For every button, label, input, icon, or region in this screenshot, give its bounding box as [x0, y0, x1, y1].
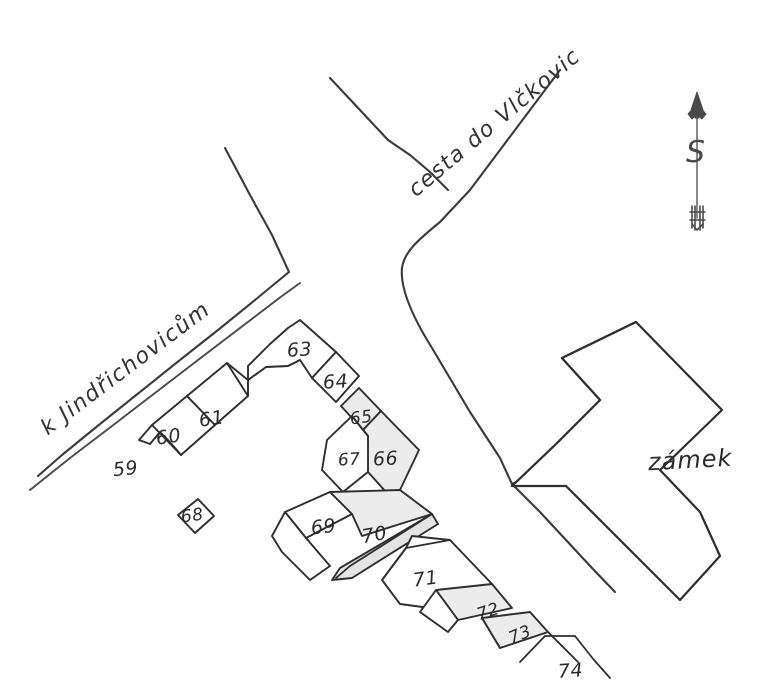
place-label-zamek: zámek: [647, 443, 734, 477]
parcel-group-70: [329, 489, 439, 581]
parcel-group-74: [519, 631, 611, 679]
parcel-72-lower[interactable]: [419, 589, 459, 633]
parcel-group-67: [321, 415, 369, 493]
parcel-label-60: 60: [154, 424, 183, 450]
parcel-64[interactable]: [311, 351, 360, 403]
parcel-row-upper-left: [138, 362, 249, 456]
compass-fletching-icon: [689, 205, 706, 231]
parcel-71-upper-edge: [381, 535, 413, 581]
parcel-73-left-edge: [481, 617, 501, 649]
parcel-label-74: 74: [557, 659, 584, 683]
parcel-group-64: [311, 351, 360, 403]
parcel-label-68: 68: [179, 504, 205, 528]
parcel-69-lower[interactable]: [271, 511, 331, 581]
parcel-67-inner-edge: [351, 415, 369, 437]
road-edge-upper-left: [223, 146, 291, 274]
road-edge-upper-middle-right: [408, 153, 450, 192]
parcel-label-65: 65: [348, 406, 374, 430]
parcel-label-67: 67: [337, 449, 362, 471]
parcel-group-68: [177, 498, 215, 534]
parcel-68[interactable]: [177, 498, 215, 534]
parcel-label-61: 61: [197, 406, 226, 432]
parcel-74-left-edge: [547, 631, 579, 663]
road-edge-upper-left-lower: [36, 270, 291, 478]
parcel-70[interactable]: [329, 489, 433, 537]
compass-group: [687, 91, 707, 231]
building-group-zamek: [510, 320, 724, 602]
parcel-label-59: 59: [111, 456, 140, 482]
road-junction-southeast: [510, 482, 617, 594]
compass-label-north: S: [686, 135, 706, 170]
building-zamek-courtyard: [510, 320, 638, 488]
parcel-label-64: 64: [322, 370, 349, 394]
parcel-group-72: [419, 583, 513, 633]
parcel-74-outline: [519, 635, 576, 663]
parcel-60-notch: [159, 431, 182, 456]
road-edge-upper-middle: [328, 76, 412, 157]
parcel-label-70: 70: [360, 521, 389, 549]
road-edge-jindrichovicum-south: [29, 282, 301, 491]
parcel-74-right-edge: [574, 635, 611, 679]
parcel-70-strip-edge: [335, 513, 433, 579]
parcel-label-71: 71: [411, 566, 440, 592]
parcel-group-69: [271, 491, 353, 581]
parcel-label-69: 69: [309, 514, 338, 540]
road-curve-vlckovic-east: [400, 68, 562, 486]
parcel-70-strip[interactable]: [331, 513, 439, 581]
parcel-label-66: 66: [372, 447, 399, 471]
parcel-label-63: 63: [286, 338, 313, 362]
compass-arrowhead-flare-icon: [687, 103, 707, 120]
